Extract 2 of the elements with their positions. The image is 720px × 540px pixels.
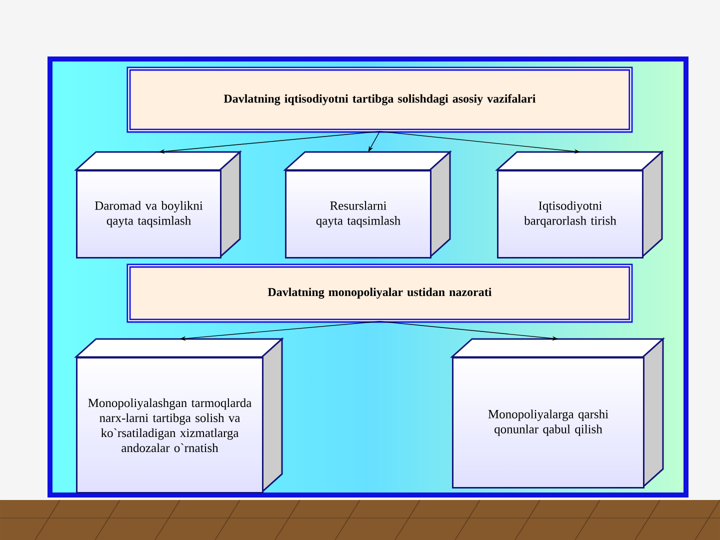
title-box: Davlatning iqtisodiyotni tartibga solishdagi asosiy vazifalari xyxy=(126,66,633,133)
title-box: Davlatning monopoliyalar ustidan nazorati xyxy=(126,264,633,323)
